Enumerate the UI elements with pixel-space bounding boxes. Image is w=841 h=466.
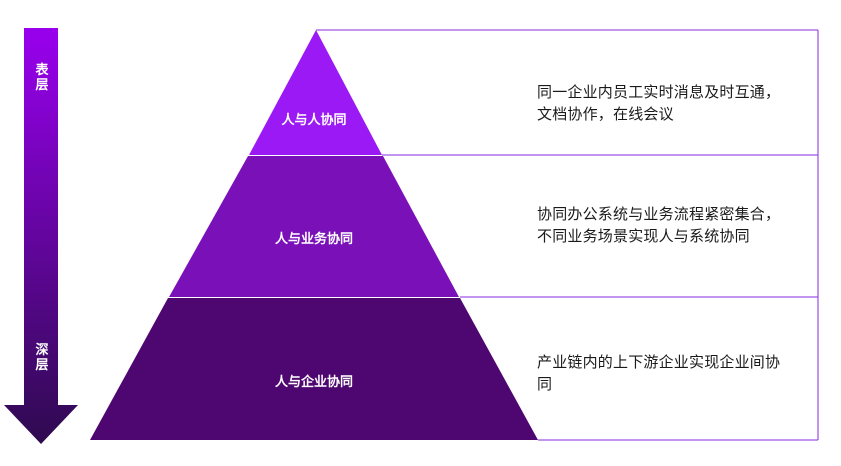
tier-description-person-to-enterprise: 产业链内的上下游企业实现企业间协同 bbox=[537, 353, 781, 393]
tier-label-person-to-enterprise: 人与企业协同 bbox=[274, 375, 354, 390]
tier-label-person-to-business: 人与业务协同 bbox=[274, 232, 354, 247]
pyramid-tier-top bbox=[249, 30, 382, 155]
tier-description-person-to-business: 协同办公系统与业务流程紧密集合，不同业务场景实现人与系统协同 bbox=[537, 205, 781, 245]
arrow-label-deep: 深 层 bbox=[35, 343, 49, 373]
tier-label-person-to-person: 人与人协同 bbox=[281, 113, 347, 128]
description-frame bbox=[316, 29, 819, 441]
pyramid-tier-middle bbox=[169, 156, 459, 297]
arrow-label-surface: 表 层 bbox=[35, 63, 49, 93]
tier-description-person-to-person: 同一企业内员工实时消息及时互通，文档协作，在线会议 bbox=[537, 83, 781, 123]
pyramid-tier-bottom bbox=[90, 298, 538, 440]
depth-arrow bbox=[4, 28, 78, 444]
